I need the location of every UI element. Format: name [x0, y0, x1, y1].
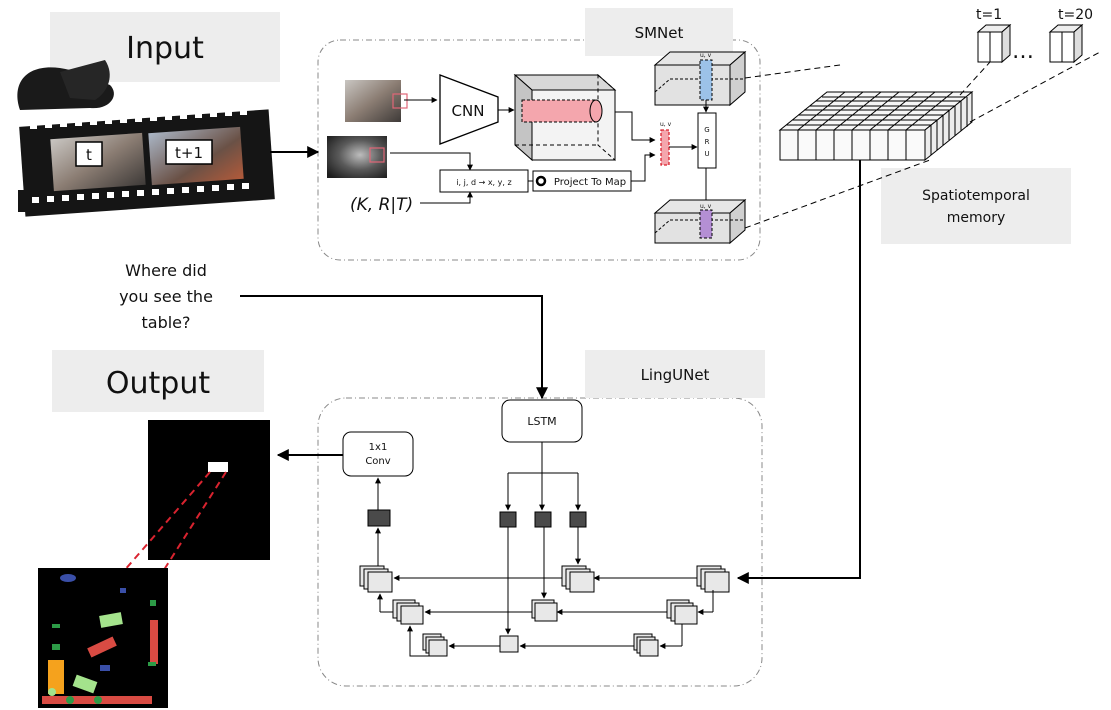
time-cube-start	[976, 23, 1012, 64]
time-start-label: t=1	[976, 7, 1002, 23]
question-line3: table?	[141, 313, 190, 332]
input-label: Input	[126, 31, 204, 66]
lstm-block: LSTM	[501, 399, 583, 443]
projection-equation-box: i, j, d → x, y, z	[439, 169, 529, 193]
time-cube-end	[1048, 23, 1084, 64]
gru-u: U	[704, 150, 709, 158]
lstm-label: LSTM	[527, 415, 556, 428]
lingunet-label-box: LingUNet	[585, 350, 765, 398]
depth-frame-thumb	[327, 136, 387, 178]
conv-label-line1: 1x1	[369, 442, 388, 453]
lingunet-label: LingUNet	[641, 366, 710, 384]
project-to-map-box: Project To Map	[532, 170, 632, 192]
spatiotemporal-label-line2: memory	[947, 210, 1006, 226]
lingunet-container	[317, 397, 763, 687]
uv-top-label: u, v	[700, 52, 712, 59]
cnn-label: CNN	[452, 102, 485, 120]
spatiotemporal-label-box: Spatiotemporal memory	[881, 168, 1071, 244]
frame-t-label: t	[86, 146, 92, 164]
output-label-box: Output	[52, 350, 264, 412]
smnet-container	[317, 39, 761, 261]
frame-t1-label: t+1	[175, 144, 203, 162]
memory-slab-bottom: u, v	[653, 198, 747, 245]
uv-mid-label: u, v	[660, 121, 672, 128]
gru-g: G	[704, 126, 709, 134]
output-label: Output	[106, 366, 210, 401]
smnet-label: SMNet	[635, 24, 684, 42]
conv-label-line2: Conv	[365, 456, 390, 467]
text-filter-3	[569, 511, 587, 528]
semantic-topdown-map	[38, 568, 168, 708]
arrow-question-to-lstm	[240, 295, 548, 400]
memory-slab-top: u, v	[653, 50, 747, 107]
gru-block: G R U	[697, 112, 717, 169]
question-line2: you see the	[119, 287, 213, 306]
output-highlight	[208, 462, 228, 472]
question-line1: Where did	[125, 261, 207, 280]
rgb-frame-thumb	[345, 80, 401, 122]
project-to-map-label: Project To Map	[554, 177, 626, 188]
time-ellipsis: …	[1012, 39, 1034, 64]
cnn-block: CNN	[439, 74, 499, 145]
gru-r: R	[705, 138, 710, 146]
smnet-label-box: SMNet	[585, 8, 733, 56]
text-filter-2	[534, 511, 552, 528]
output-filter	[367, 509, 391, 527]
unet-feature-stacks	[359, 565, 730, 657]
projection-equation: i, j, d → x, y, z	[456, 178, 511, 187]
arrow-memory-to-lingunet	[736, 160, 861, 584]
camera-params: (K, R|T)	[350, 195, 413, 215]
cnn-feature-volume	[513, 73, 617, 162]
unet-arrows	[377, 527, 714, 657]
time-end-label: t=20	[1058, 7, 1093, 23]
projected-feature: u, v	[660, 121, 672, 166]
spatiotemporal-label-line1: Spatiotemporal	[922, 188, 1030, 204]
spatiotemporal-memory-grid	[778, 90, 974, 162]
output-heatmap	[148, 420, 270, 560]
text-filter-1	[499, 511, 517, 528]
film-strip: t t+1	[17, 60, 275, 217]
uv-bottom-label: u, v	[700, 203, 712, 210]
conv1x1-block: 1x1 Conv	[342, 431, 414, 477]
